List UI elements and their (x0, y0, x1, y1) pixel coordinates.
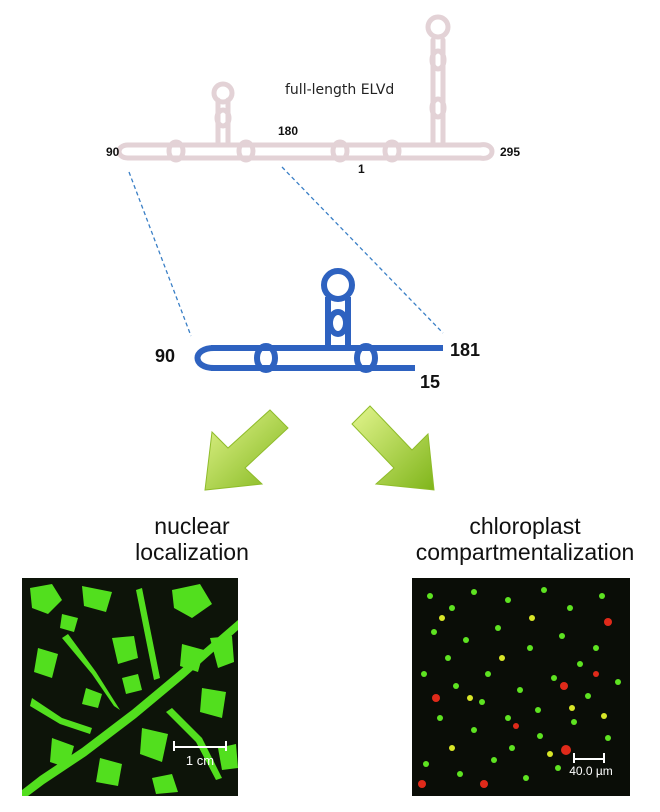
top-label-295: 295 (500, 145, 521, 159)
chloroplast-micrograph: 40.0 µm (412, 578, 630, 796)
left-scale-tick-a (173, 741, 175, 751)
top-label-180: 180 (278, 124, 299, 138)
right-scale-tick-a (573, 753, 575, 763)
left-caption: nuclear localization (82, 513, 302, 565)
left-scale-bar (174, 746, 226, 748)
right-caption-line2: compartmentalization (415, 539, 635, 565)
fragment-label-15: 15 (420, 372, 441, 392)
arrow-left-icon (204, 409, 289, 491)
left-scale-label: 1 cm (185, 753, 215, 768)
connector-right (281, 166, 444, 334)
fragment-label-90: 90 (155, 346, 176, 366)
left-caption-line1: nuclear (154, 513, 230, 539)
right-scale-bar (574, 758, 604, 760)
right-caption: chloroplast compartmentalization (400, 513, 650, 565)
left-caption-line2: localization (135, 539, 249, 565)
fragment-label-181: 181 (450, 340, 481, 360)
arrow-right-icon (351, 405, 435, 491)
nuclear-micrograph: 1 cm (22, 578, 238, 796)
full-length-structure (116, 14, 495, 163)
right-caption-line1: chloroplast (469, 513, 581, 539)
top-label-90: 90 (106, 145, 120, 159)
right-scale-label: 40.0 µm (569, 764, 613, 778)
arrows (204, 405, 435, 491)
right-scale-tick-b (603, 753, 605, 763)
left-scale-tick-b (225, 741, 227, 751)
connector-left (128, 171, 192, 337)
fragment-structure (194, 268, 443, 373)
top-label-1: 1 (358, 162, 365, 176)
full-length-title: full-length ELVd (285, 82, 395, 98)
zoom-connectors (128, 166, 444, 337)
nuclear-micrograph-image (22, 578, 238, 796)
